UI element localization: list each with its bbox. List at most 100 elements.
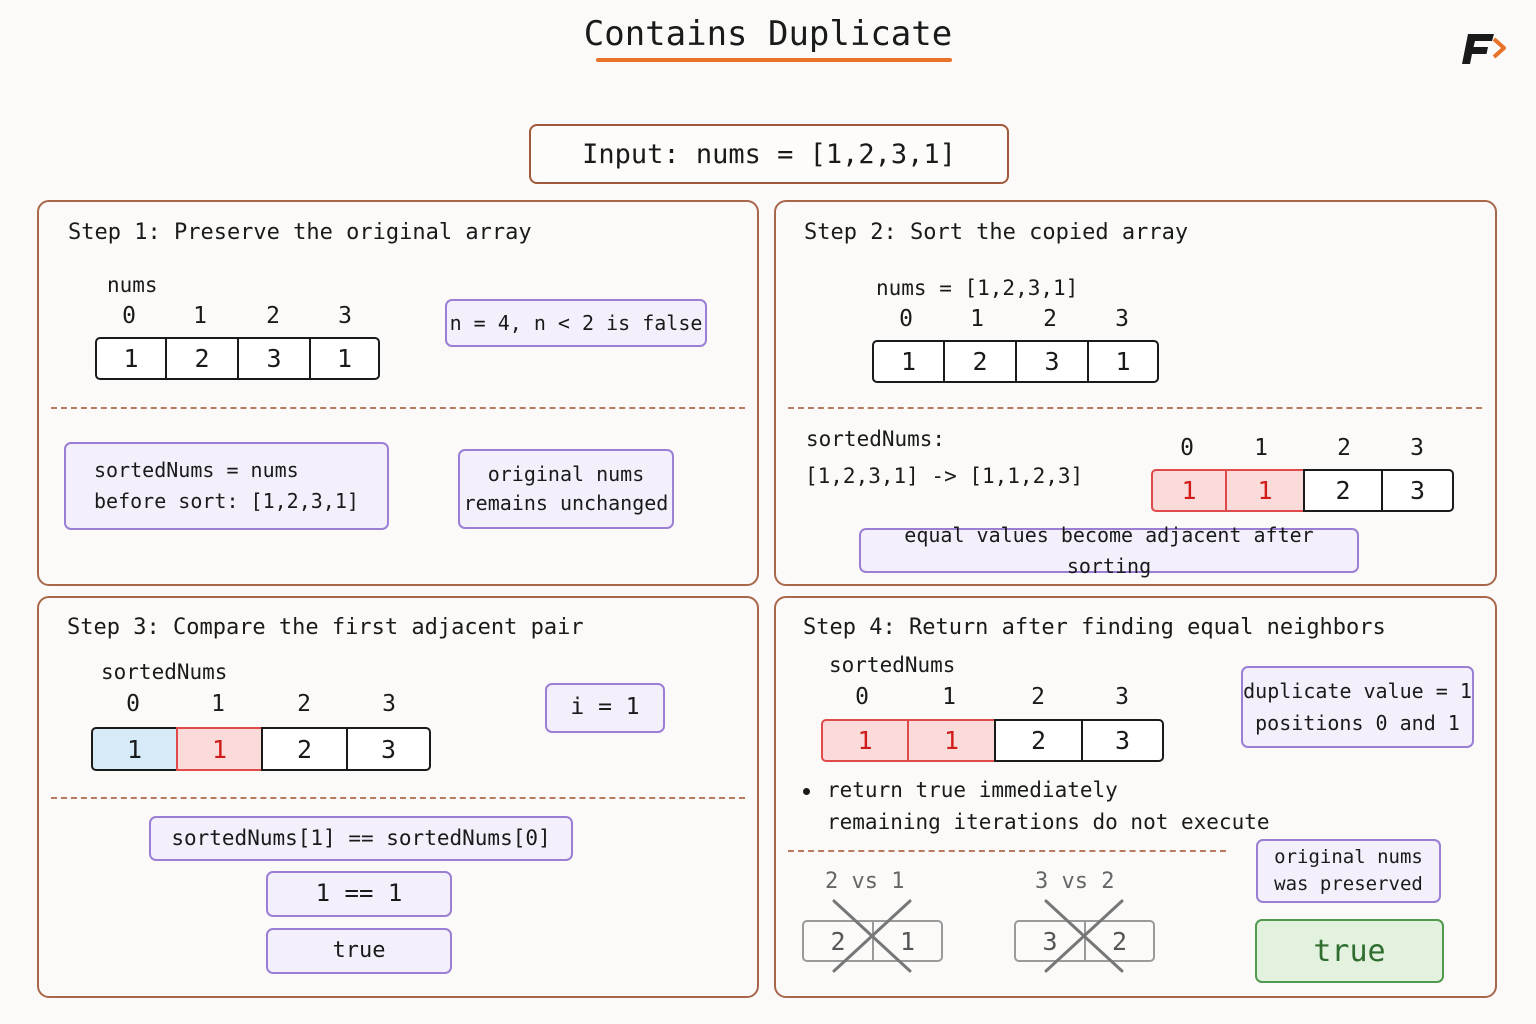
step4-divider: [788, 850, 1226, 852]
note-text: remains unchanged: [463, 491, 669, 515]
array-index: 3: [382, 691, 396, 717]
array-index: 1: [211, 691, 225, 717]
note-text: sortedNums[1] == sortedNums[0]: [171, 826, 551, 851]
step3-title: Step 3: Compare the first adjacent pair: [67, 615, 584, 640]
array-cell-previous: 1: [91, 727, 176, 771]
bullet-dot-icon: [803, 788, 810, 795]
array-index: 1: [942, 684, 956, 710]
step3-index-row: 0 1 2 3: [91, 691, 431, 717]
array-index: 3: [338, 303, 352, 329]
array-cell: 3: [346, 727, 431, 771]
step3-result: true: [266, 928, 452, 974]
cross-icon: [1044, 899, 1124, 973]
array-index: 2: [1031, 684, 1045, 710]
step4-array: 1 1 2 3: [821, 719, 1164, 762]
array-index: 0: [855, 684, 869, 710]
array-cell-duplicate: 1: [1225, 469, 1303, 512]
step2-index-row: 0 1 2 3: [872, 306, 1158, 332]
note-text: duplicate value = 1: [1243, 679, 1472, 703]
step4-array-label: sortedNums: [829, 653, 956, 677]
note-text: equal values become adjacent after sorti…: [904, 522, 1314, 578]
array-index: 0: [126, 691, 140, 717]
note-text: was preserved: [1274, 873, 1423, 895]
step1-n-note: n = 4, n < 2 is false: [445, 299, 707, 347]
page-title: Contains Duplicate: [583, 14, 953, 54]
step2-sorted-index-row: 0 1 2 3: [1151, 435, 1445, 461]
step1-array: 1 2 3 1: [95, 337, 380, 380]
array-cell-duplicate: 1: [821, 719, 907, 762]
input-box: Input: nums = [1,2,3,1]: [529, 124, 1009, 184]
step1-divider: [51, 407, 745, 409]
step1-array-label: nums: [107, 273, 158, 297]
array-index: 2: [1043, 306, 1057, 332]
step4-preserved-note: original nums was preserved: [1256, 839, 1441, 903]
array-index: 3: [1115, 684, 1129, 710]
step1-index-row: 0 1 2 3: [95, 303, 381, 329]
note-text: n = 4, n < 2 is false: [449, 310, 703, 335]
step4-bullet-1: return true immediately: [827, 778, 1118, 802]
array-index: 2: [266, 303, 280, 329]
skipped-compare-label: 2 vs 1: [825, 869, 905, 894]
cross-icon: [832, 899, 912, 973]
array-cell: 1: [1087, 340, 1159, 383]
array-cell: 1: [872, 340, 943, 383]
step4-title: Step 4: Return after finding equal neigh…: [803, 615, 1386, 640]
array-index: 1: [193, 303, 207, 329]
array-cell: 3: [237, 337, 309, 380]
note-text: sortedNums = nums: [94, 458, 299, 482]
array-cell: 1: [95, 337, 165, 380]
step3-array-label: sortedNums: [101, 660, 228, 684]
step3-i-note: i = 1: [545, 683, 665, 733]
note-text: true: [332, 937, 386, 963]
array-cell: 2: [261, 727, 346, 771]
array-index: 0: [122, 303, 136, 329]
note-text: original nums: [487, 462, 645, 486]
note-text: 1 == 1: [315, 879, 403, 908]
array-cell: 2: [994, 719, 1081, 762]
array-index: 3: [1410, 435, 1424, 461]
step1-title: Step 1: Preserve the original array: [68, 220, 532, 245]
array-cell-current: 1: [176, 727, 261, 771]
array-cell: 3: [1081, 719, 1164, 762]
note-text: positions 0 and 1: [1255, 711, 1460, 735]
step3-array: 1 1 2 3: [91, 727, 431, 771]
array-index: 2: [297, 691, 311, 717]
step2-array-label: nums = [1,2,3,1]: [876, 276, 1079, 300]
step1-sorted-note: sortedNums = nums before sort: [1,2,3,1]: [64, 442, 389, 530]
array-cell: 2: [165, 337, 237, 380]
array-index: 0: [899, 306, 913, 332]
final-result: true: [1255, 919, 1444, 983]
array-index: 2: [1337, 435, 1351, 461]
brand-logo-icon: [1462, 34, 1506, 64]
skipped-compare-label: 3 vs 2: [1035, 869, 1115, 894]
step2-sorted-array: 1 1 2 3: [1151, 469, 1454, 512]
step1-original-note: original nums remains unchanged: [458, 449, 674, 529]
note-text: before sort: [1,2,3,1]: [94, 489, 359, 513]
step2-sorted-transform: [1,2,3,1] -> [1,1,2,3]: [805, 464, 1084, 488]
step3-compare-note: sortedNums[1] == sortedNums[0]: [149, 816, 573, 861]
array-index: 1: [1254, 435, 1268, 461]
note-text: original nums: [1274, 846, 1423, 869]
step4-bullet-2: remaining iterations do not execute: [827, 810, 1270, 834]
result-text: true: [1313, 933, 1386, 969]
title-underline: [596, 58, 952, 62]
array-index: 0: [1180, 435, 1194, 461]
array-cell: 3: [1381, 469, 1454, 512]
step3-compare-values: 1 == 1: [266, 871, 452, 917]
step2-panel: [774, 200, 1497, 586]
step2-title: Step 2: Sort the copied array: [804, 220, 1189, 245]
step4-index-row: 0 1 2 3: [821, 684, 1163, 710]
array-cell: 2: [1303, 469, 1381, 512]
array-cell: 3: [1015, 340, 1087, 383]
array-index: 3: [1115, 306, 1129, 332]
step3-divider: [51, 797, 745, 799]
array-cell-duplicate: 1: [907, 719, 994, 762]
step4-duplicate-note: duplicate value = 1 positions 0 and 1: [1241, 666, 1474, 748]
step2-adjacent-note: equal values become adjacent after sorti…: [859, 523, 1359, 578]
step2-sorted-label: sortedNums:: [806, 427, 946, 451]
step2-divider: [788, 407, 1482, 409]
array-cell-duplicate: 1: [1151, 469, 1225, 512]
array-index: 1: [970, 306, 984, 332]
array-cell: 1: [309, 337, 380, 380]
array-cell: 2: [943, 340, 1015, 383]
